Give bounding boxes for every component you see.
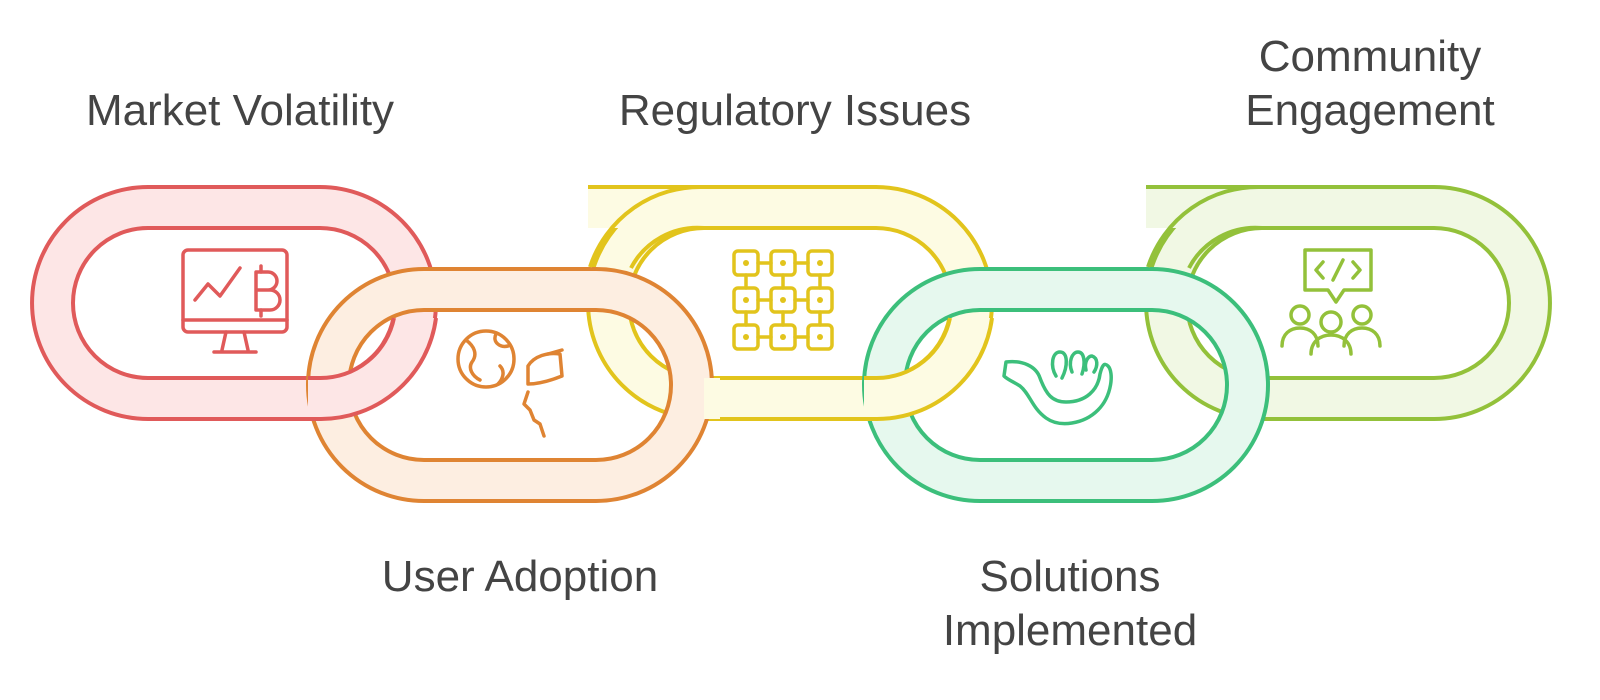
overlap-regulatory-over-user bbox=[588, 184, 720, 419]
chain-link-community bbox=[1144, 185, 1552, 421]
overlap-regulatory-over-solutions bbox=[864, 317, 994, 422]
globe-face-icon bbox=[456, 329, 564, 438]
code-community-icon bbox=[1280, 248, 1382, 356]
hand-icon bbox=[1002, 350, 1113, 426]
label-user-adoption: User Adoption bbox=[320, 550, 720, 604]
link-body-solutions bbox=[862, 267, 1270, 503]
label-line: Solutions bbox=[979, 552, 1161, 601]
overlap-market-over-user bbox=[308, 317, 438, 422]
label-market-volatility: Market Volatility bbox=[40, 84, 440, 138]
label-line: User Adoption bbox=[381, 552, 659, 601]
chain-link-user bbox=[306, 267, 714, 503]
label-line: Implemented bbox=[942, 606, 1198, 655]
label-solutions-implemented: Solutions Implemented bbox=[860, 550, 1280, 658]
label-line: Regulatory Issues bbox=[618, 86, 972, 135]
chain-link-solutions bbox=[862, 267, 1270, 503]
label-regulatory-issues: Regulatory Issues bbox=[585, 84, 1005, 138]
label-line: Market Volatility bbox=[85, 86, 395, 135]
overlap-community-over-solutions bbox=[1146, 184, 1263, 269]
link-body-community bbox=[1144, 185, 1552, 421]
label-community-engagement: Community Engagement bbox=[1160, 30, 1580, 138]
link-body-user bbox=[306, 267, 714, 503]
label-line: Community bbox=[1258, 32, 1482, 81]
crypto-monitor-icon bbox=[181, 248, 289, 354]
blockchain-grid-icon bbox=[732, 249, 834, 351]
label-line: Engagement bbox=[1245, 86, 1495, 135]
